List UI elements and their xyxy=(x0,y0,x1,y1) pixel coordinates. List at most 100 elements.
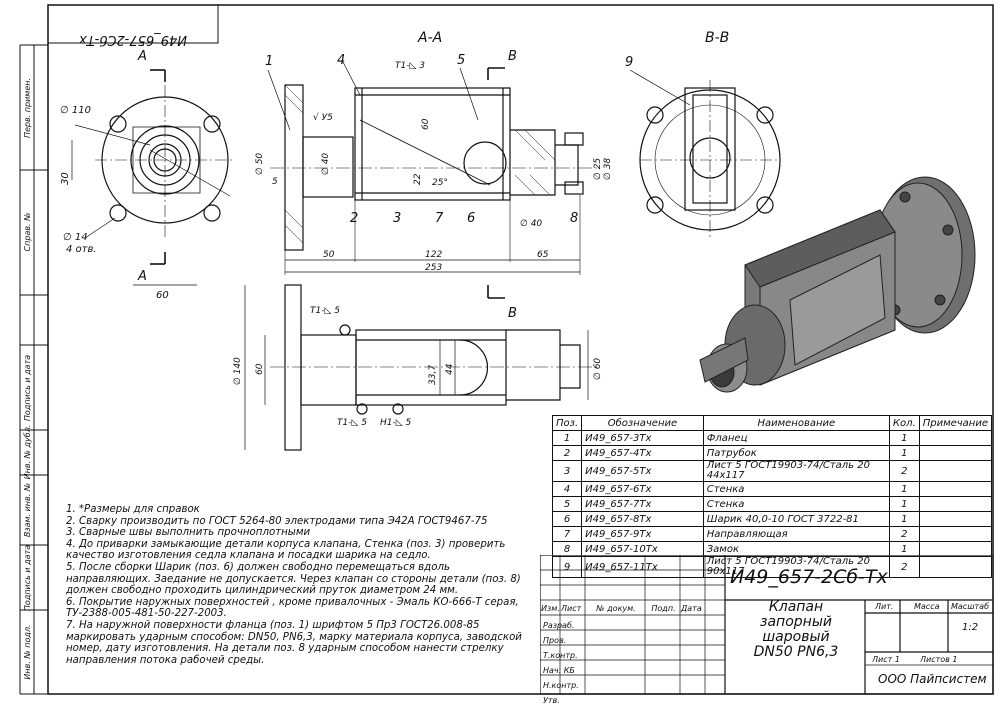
note-item: 2. Сварку производить по ГОСТ 5264-80 эл… xyxy=(66,515,488,527)
product-name-line: Клапан xyxy=(768,599,824,615)
role-label: Пров. xyxy=(543,636,567,645)
dim-d25: ∅ 25 xyxy=(593,158,603,180)
note-item: 7. На наружной поверхности фланца (поз. … xyxy=(66,619,522,666)
spec-pos: 6 xyxy=(551,511,583,527)
pos-3: 3 xyxy=(393,211,401,226)
lit-label: Лит. xyxy=(875,602,894,611)
note-item: 4. До приварки замыкающие детали корпуса… xyxy=(66,538,506,562)
margin-label: Взам. инв. № xyxy=(23,483,32,537)
spec-pos: 2 xyxy=(551,445,583,461)
spec-pos: 5 xyxy=(551,496,583,512)
rev-header: Подп. xyxy=(651,604,676,613)
spec-header: Наименование xyxy=(702,415,890,431)
section-bb-title: В-В xyxy=(705,30,729,46)
section-aa-title: А-А xyxy=(417,30,442,46)
section-mark-a xyxy=(150,69,166,265)
dim-253: 253 xyxy=(425,263,442,273)
spec-name: Патрубок xyxy=(702,445,890,461)
role-label: Утв. xyxy=(543,696,560,705)
dim-60c: 60 xyxy=(255,363,265,375)
weld-h1-5: Н1-◺ 5 xyxy=(380,418,412,428)
marker-b-top: В xyxy=(508,49,517,64)
role-label: Нач. КБ xyxy=(543,666,575,675)
dim-60b: 60 xyxy=(421,118,431,130)
bottom-view xyxy=(244,284,600,451)
dim-d140: ∅ 140 xyxy=(233,357,243,385)
dim-holes: 4 отв. xyxy=(66,244,97,255)
product-name: Клапан запорный шаровый DN50 PN6,3 xyxy=(730,600,862,660)
spec-note xyxy=(918,556,993,578)
specification-table: Поз. Обозначение Наименование Кол. Приме… xyxy=(551,415,993,578)
product-name-line: шаровый xyxy=(762,629,830,645)
dim-44: 44 xyxy=(445,363,455,375)
company-name: ООО Пайпсистем xyxy=(878,672,987,686)
scale-label: Масштаб xyxy=(951,602,990,611)
spec-name: Фланец xyxy=(702,430,890,446)
dim-d14: ∅ 14 xyxy=(63,232,88,243)
spec-note xyxy=(918,460,993,482)
spec-header-row: Поз. Обозначение Наименование Кол. Приме… xyxy=(551,415,993,431)
roughness-y5: √ У5 xyxy=(313,112,333,123)
spec-name: Шарик 40,0-10 ГОСТ 3722-81 xyxy=(702,511,890,527)
dim-d50: ∅ 50 xyxy=(255,153,265,175)
dim-5: 5 xyxy=(272,177,278,187)
margin-label: Справ. № xyxy=(23,213,32,252)
spec-pos: 3 xyxy=(551,460,583,482)
drawing-frame xyxy=(47,4,994,695)
spec-note xyxy=(918,496,993,512)
margin-labels: Перв. примен. Справ. № Подпись и дата Ин… xyxy=(23,78,32,680)
spec-code: И49_657-6Тх xyxy=(581,481,704,497)
spec-note xyxy=(918,511,993,527)
left-margin-strip xyxy=(19,44,48,695)
spec-note xyxy=(918,430,993,446)
spec-qty: 2 xyxy=(888,526,920,542)
dim-d40: ∅ 40 xyxy=(321,153,331,175)
sheets-label: Листов 1 xyxy=(920,655,958,664)
spec-note xyxy=(918,445,993,461)
margin-label: Перв. примен. xyxy=(23,78,32,138)
dim-d40b: ∅ 40 xyxy=(520,219,542,229)
spec-name: Лист 5 ГОСТ19903-74/Сталь 20 90х117 xyxy=(702,556,890,578)
spec-qty: 1 xyxy=(888,481,920,497)
isometric-3d-render xyxy=(699,176,976,393)
note-item: 6. Покрытие наружных поверхностей , кром… xyxy=(66,596,519,620)
pos-7: 7 xyxy=(435,211,444,226)
dim-d38: ∅ 38 xyxy=(603,158,613,180)
spec-name: Направляющая xyxy=(702,526,890,542)
dim-50: 50 xyxy=(323,250,335,260)
margin-label: Подпись и дата xyxy=(23,545,32,611)
spec-note xyxy=(918,481,993,497)
marker-b-bottom: В xyxy=(508,306,517,321)
spec-code: И49_657-3Тх xyxy=(581,430,704,446)
role-label: Разраб. xyxy=(543,621,575,630)
dim-d60d: ∅ 60 xyxy=(593,358,603,380)
spec-header: Примечание xyxy=(918,415,993,431)
pos-2: 2 xyxy=(350,211,358,226)
spec-code: И49_657-11Тх xyxy=(581,556,704,578)
weld-t1-5-bottom: Т1-◺ 5 xyxy=(337,418,367,428)
bottom-view-dims: ∅ 140 60 33,7 44 ∅ 60 Т1-◺ 5 Т1-◺ 5 Н1-◺… xyxy=(233,306,603,428)
margin-label: Инв. № подл. xyxy=(23,624,32,679)
note-item: 1. *Размеры для справок xyxy=(66,504,200,515)
spec-note xyxy=(918,526,993,542)
spec-header: Обозначение xyxy=(581,415,704,431)
sheet-label: Лист 1 xyxy=(872,655,900,664)
pos-5: 5 xyxy=(457,53,465,68)
mass-label: Масса xyxy=(914,602,940,611)
title-code: И49_657-2Сб-Тх xyxy=(730,566,888,588)
technical-notes: 1. *Размеры для справок 2. Сварку произв… xyxy=(66,504,536,666)
section-mark-b-bottom xyxy=(487,285,505,299)
dim-65: 65 xyxy=(537,250,549,260)
spec-code: И49_657-8Тх xyxy=(581,511,704,527)
scale-value: 1:2 xyxy=(962,622,979,633)
weld-t1-3: Т1-◺ 3 xyxy=(395,61,425,71)
title-block-lines xyxy=(540,555,994,695)
